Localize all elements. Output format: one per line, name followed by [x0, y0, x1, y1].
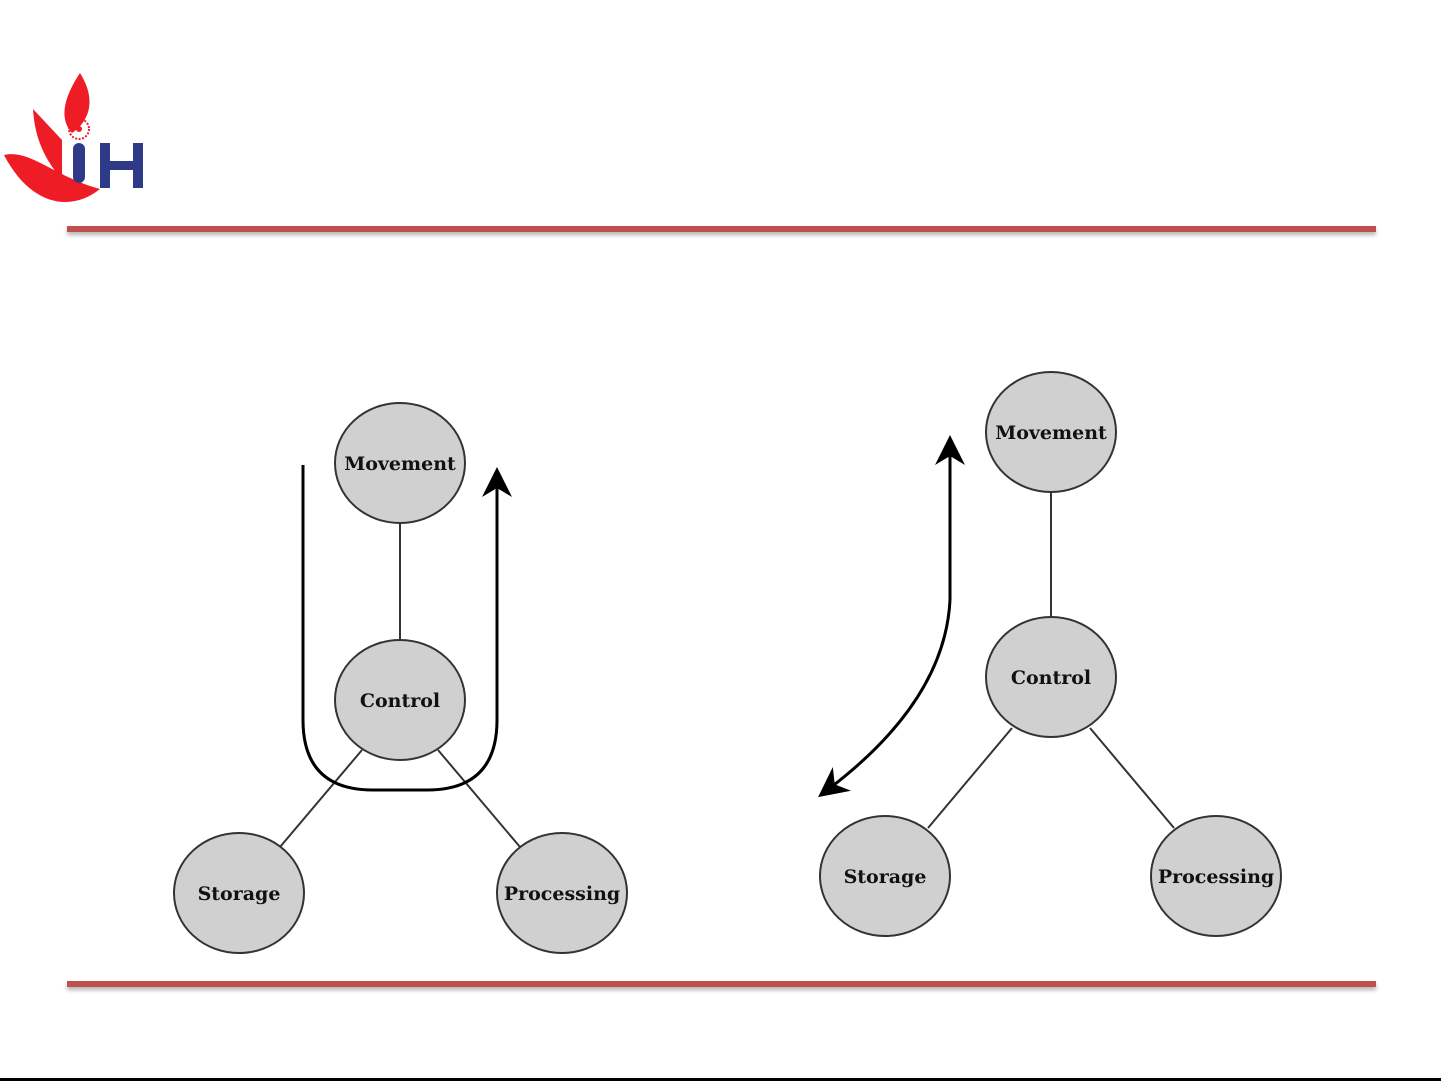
- edge-control-processing: [1089, 727, 1175, 829]
- node-storage: Storage: [819, 815, 951, 937]
- flow-arrow-down: [818, 599, 952, 798]
- svg-text:Processing: Processing: [504, 883, 620, 905]
- flow-arrow: [301, 465, 512, 792]
- diagram-right: Movement Control Storage Processing: [818, 371, 1282, 937]
- bottom-edge: [0, 1078, 1441, 1081]
- diagram-left: Movement Control Storage Processing: [173, 402, 628, 954]
- logo: [0, 65, 160, 210]
- edge-control-storage: [279, 749, 363, 848]
- svg-text:Movement: Movement: [344, 453, 456, 475]
- svg-text:Control: Control: [360, 690, 440, 712]
- edge-control-storage: [927, 727, 1013, 829]
- node-control: Control: [334, 639, 466, 761]
- node-movement: Movement: [334, 402, 466, 524]
- svg-text:Control: Control: [1011, 667, 1091, 689]
- svg-text:Storage: Storage: [844, 866, 927, 888]
- svg-text:Movement: Movement: [995, 422, 1107, 444]
- node-movement: Movement: [985, 371, 1117, 493]
- node-processing: Processing: [496, 832, 628, 954]
- node-processing: Processing: [1150, 815, 1282, 937]
- logo-graphic: [4, 73, 143, 203]
- bottom-divider: [67, 981, 1376, 987]
- top-divider: [67, 226, 1376, 232]
- svg-text:Storage: Storage: [198, 883, 281, 905]
- svg-text:Processing: Processing: [1158, 866, 1274, 888]
- node-storage: Storage: [173, 832, 305, 954]
- edge-control-processing: [437, 749, 521, 848]
- node-control: Control: [985, 616, 1117, 738]
